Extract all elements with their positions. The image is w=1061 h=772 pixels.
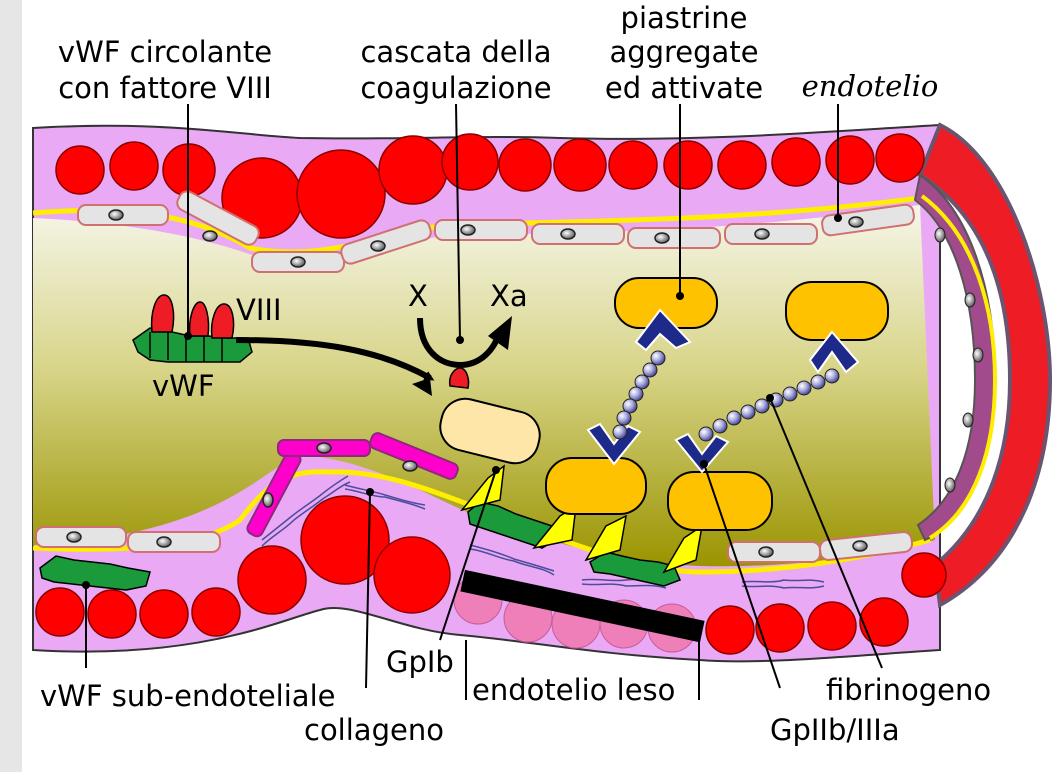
label-platelets-line3: ed attivate xyxy=(605,71,763,105)
label-vwf-circulating-line1: vWF circolante xyxy=(58,35,272,69)
label-platelets-line2: aggregate xyxy=(609,35,758,69)
label-vwf-subendothelial: vWF sub-endoteliale xyxy=(40,679,335,713)
label-vwf-circulating-line2: con fattore VIII xyxy=(58,71,272,105)
label-factor-x: X xyxy=(408,279,428,313)
label-factor-viii: VIII xyxy=(236,293,282,327)
label-gpib: GpIb xyxy=(386,645,454,679)
label-endothelium: endotelio xyxy=(802,69,939,103)
label-injured-endothelium: endotelio leso xyxy=(472,673,675,707)
label-factor-xa: Xa xyxy=(490,279,528,313)
label-vwf: vWF xyxy=(152,369,215,403)
label-gpiib-iiia: GpIIb/IIIa xyxy=(770,713,900,747)
left-margin-strip xyxy=(0,0,22,772)
label-fibrinogen: fibrinogeno xyxy=(826,673,991,707)
label-collagen: collageno xyxy=(304,713,444,747)
label-platelets-line1: piastrine xyxy=(621,1,748,35)
label-cascade-line1: cascata della xyxy=(360,35,551,69)
label-cascade-line2: coagulazione xyxy=(360,71,551,105)
